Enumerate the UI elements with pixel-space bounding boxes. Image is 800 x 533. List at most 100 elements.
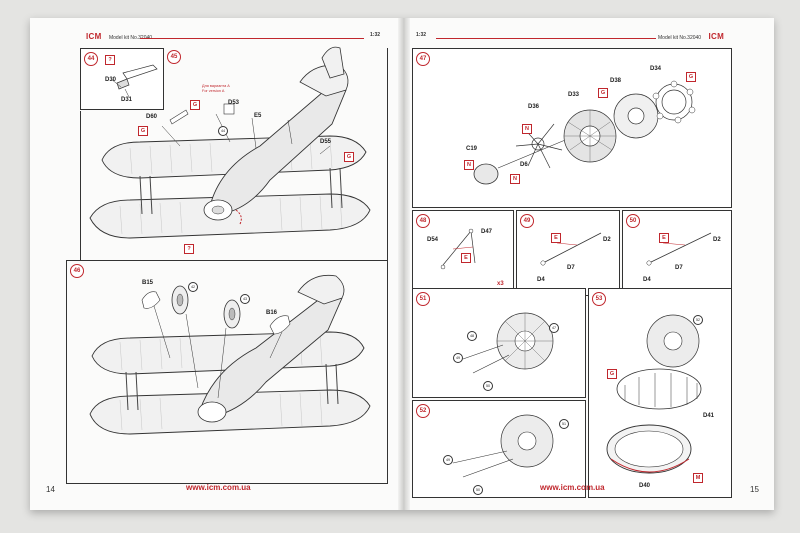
header-rule — [436, 38, 656, 39]
biplane-drawing-lower — [89, 274, 371, 435]
part-d2-drawing — [540, 232, 602, 266]
part-label: D7 — [675, 265, 683, 271]
part-label: D4 — [643, 277, 651, 283]
callout-step-50: 50 — [483, 381, 493, 391]
callout-step-51: 51 — [559, 419, 569, 429]
callout-step-43: 43 — [240, 294, 250, 304]
part-label: D41 — [703, 413, 715, 419]
part-label: D33 — [568, 92, 580, 98]
part-label: D4 — [537, 277, 545, 283]
part-label: B16 — [266, 310, 278, 316]
cowling-assembly-drawing — [606, 314, 702, 474]
part-label: D30 — [105, 77, 117, 83]
part-label: D7 — [567, 265, 575, 271]
icm-logo: ICM — [708, 32, 725, 41]
version-note-en: For version A — [202, 89, 225, 93]
step-number: 49 — [520, 214, 534, 228]
page-number: 14 — [46, 485, 55, 494]
part-label: D2 — [713, 237, 721, 243]
step-52-panel: 52 51 49 50 — [412, 400, 586, 498]
callout-step-47: 47 — [549, 323, 559, 333]
part-d54-drawing — [440, 228, 476, 270]
website-url: www.icm.com.ua — [186, 483, 251, 492]
part-label: D36 — [528, 104, 540, 110]
part-label: B15 — [142, 280, 154, 286]
booklet-gutter — [398, 18, 410, 510]
paint-tag: E — [461, 253, 471, 263]
right-header: Model kit No.32040 ICM — [658, 32, 724, 44]
part-label: D54 — [427, 237, 439, 243]
instruction-booklet-spread: ICM Model kit No.32040 1:32 44 ? D30 D31… — [30, 18, 774, 510]
left-page: ICM Model kit No.32040 1:32 44 ? D30 D31… — [30, 18, 398, 510]
right-page: 1:32 Model kit No.32040 ICM 47 — [410, 18, 774, 510]
part-label: D60 — [146, 114, 158, 120]
part-label: E5 — [254, 113, 262, 119]
step-number: 44 — [84, 52, 98, 66]
step-number: 52 — [416, 404, 430, 418]
step-number: 50 — [626, 214, 640, 228]
paint-tag: N — [510, 174, 520, 184]
model-kit-label: Model kit No.32040 — [108, 35, 153, 41]
part-label: D47 — [481, 229, 493, 235]
scale-label: 1:32 — [416, 32, 427, 38]
step-number: 47 — [416, 52, 430, 66]
part-label: D31 — [121, 97, 133, 103]
paint-tag: ? — [184, 244, 194, 254]
paint-tag: G — [686, 72, 696, 82]
paint-tag: N — [464, 160, 474, 170]
step-number: 53 — [592, 292, 606, 306]
part-label: D38 — [610, 78, 622, 84]
part-label: D55 — [320, 139, 332, 145]
engine-assembly-drawing — [452, 414, 554, 478]
paint-tag: G — [598, 88, 608, 98]
callout-step-44: 44 — [218, 126, 228, 136]
left-header: ICM Model kit No.32040 — [86, 32, 152, 44]
model-kit-label: Model kit No.32040 — [658, 35, 702, 41]
step-50-panel: 50 E D2 D4 D7 — [622, 210, 732, 296]
part-label: C19 — [466, 146, 478, 152]
header-rule — [140, 38, 364, 39]
step-number: 48 — [416, 214, 430, 228]
step-44-panel: 44 ? D30 D31 — [80, 48, 164, 110]
step-49-panel: 49 E D2 D4 D7 — [516, 210, 620, 296]
paint-tag: G — [190, 100, 200, 110]
step-46-panel: 46 — [66, 260, 388, 484]
callout-step-48: 48 — [467, 331, 477, 341]
paint-tag: G — [138, 126, 148, 136]
paint-tag: ? — [105, 55, 115, 65]
step-48-panel: 48 D54 D47 E x3 — [412, 210, 514, 296]
version-note: Для варианта А For version A — [202, 84, 230, 94]
step-number: 51 — [416, 292, 430, 306]
callout-step-49: 49 — [453, 353, 463, 363]
version-note-ru: Для варианта А — [202, 84, 230, 88]
step-number: 45 — [167, 50, 181, 64]
part-d2-drawing — [646, 232, 712, 266]
part-label: D53 — [228, 100, 240, 106]
paint-tag: N — [522, 124, 532, 134]
step-53-panel: 53 52 G D41 M D40 — [588, 288, 732, 498]
step-51-panel: 51 47 48 49 50 — [412, 288, 586, 398]
paint-tag: G — [344, 152, 354, 162]
step-number: 46 — [70, 264, 84, 278]
part-label: D2 — [603, 237, 611, 243]
callout-step-52: 52 — [693, 315, 703, 325]
paint-tag: E — [551, 233, 561, 243]
paint-tag: E — [659, 233, 669, 243]
part-label: D40 — [639, 483, 651, 489]
paint-tag: G — [607, 369, 617, 379]
part-d30-drawing — [110, 64, 158, 98]
icm-logo: ICM — [86, 32, 102, 41]
callout-step-49: 49 — [443, 455, 453, 465]
part-label: D6 — [520, 162, 528, 168]
part-label: D34 — [650, 66, 662, 72]
callout-step-42: 42 — [188, 282, 198, 292]
page-number: 15 — [750, 485, 759, 494]
engine-assembly-drawing — [462, 312, 554, 374]
callout-step-50: 50 — [473, 485, 483, 495]
engine-exploded-drawing — [473, 80, 696, 185]
biplane-drawing-upper — [89, 46, 371, 239]
scale-label: 1:32 — [370, 32, 381, 38]
quantity-count: x3 — [497, 281, 504, 287]
paint-tag: M — [693, 473, 703, 483]
website-url: www.icm.com.ua — [540, 483, 605, 492]
